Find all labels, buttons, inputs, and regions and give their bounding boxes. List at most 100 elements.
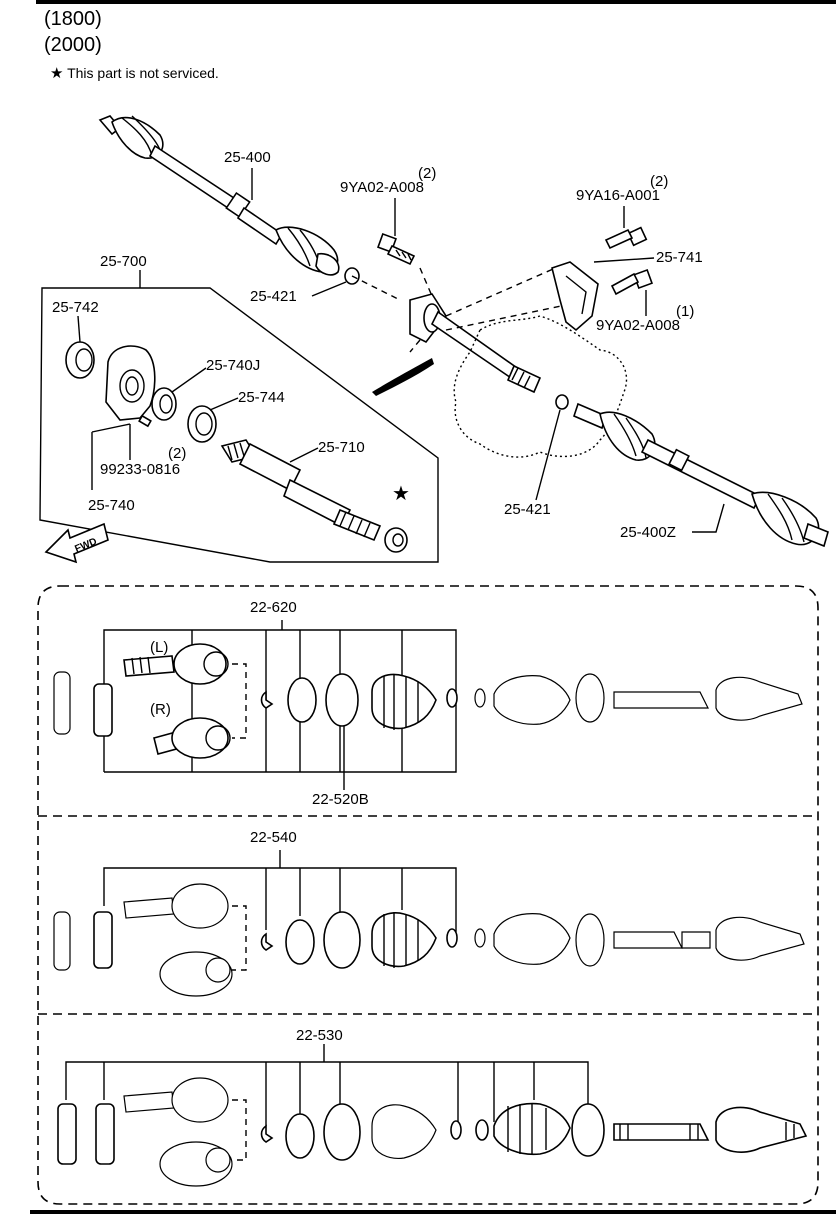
joint-r-620 — [153, 717, 231, 759]
shaft-530 — [613, 1123, 710, 1141]
ring-540-b — [323, 911, 361, 969]
label-r-620: (R) — [150, 701, 171, 718]
grease-tube-3b — [95, 1103, 115, 1165]
joint-r-540-outline — [159, 951, 233, 997]
bolt-9ya02-right — [610, 269, 653, 296]
label-9ya02-right-qty: (1) — [676, 303, 694, 320]
bearing-25-740j — [151, 387, 177, 421]
label-22-530: 22-530 — [296, 1027, 343, 1044]
grease-tube-outline-1 — [53, 671, 71, 735]
drive-shaft-left — [98, 115, 340, 276]
kits-frame — [37, 585, 819, 1205]
pointer-wedge — [372, 358, 434, 396]
star-icon: ★ — [50, 65, 64, 82]
label-25-710: 25-710 — [318, 439, 365, 456]
ring-540-outline — [575, 913, 605, 967]
circlip-620 — [260, 690, 274, 709]
joint-l-530-outline — [123, 1077, 229, 1123]
kit-22-620: (L) (R) 22-620 22-520B — [53, 599, 803, 808]
leader-25-421-b — [535, 409, 561, 501]
kit-22-540: 22-540 — [53, 829, 805, 997]
ring-620-outline — [575, 673, 605, 723]
boot-540 — [371, 912, 437, 968]
ring-540-a — [285, 919, 315, 965]
band-530-a — [450, 1120, 462, 1140]
transaxle-outline — [453, 315, 628, 458]
clip-25-421-lower — [555, 394, 569, 410]
joint-l-620 — [123, 643, 229, 685]
label-25-741: 25-741 — [656, 249, 703, 266]
bolt-9ya02-top — [377, 233, 416, 266]
seal-25-744 — [187, 405, 217, 443]
joint-l-540-outline — [123, 883, 229, 929]
grease-tube-2 — [93, 911, 113, 969]
joint-r-530-outline — [159, 1141, 233, 1187]
band-530-b — [475, 1119, 489, 1141]
label-25-744: 25-744 — [238, 389, 285, 406]
leader-25-744 — [209, 397, 239, 411]
grease-tube-outline-2a — [53, 911, 71, 971]
label-25-740: 25-740 — [88, 497, 135, 514]
not-serviced-note: ★ This part is not serviced. — [50, 64, 219, 82]
grease-tube-3a — [57, 1103, 77, 1165]
bracket-25-741 — [551, 261, 599, 332]
shaft-540-outline — [613, 931, 683, 949]
ring-530-a — [285, 1113, 315, 1159]
label-99233-qty: (2) — [168, 445, 186, 462]
circlip-530 — [260, 1124, 274, 1143]
outer-joint-620-outline — [715, 676, 803, 721]
star-icon-part: ★ — [392, 483, 410, 505]
boot-540-outline — [493, 913, 571, 965]
ring-620-b — [325, 673, 359, 727]
kit-22-530: 22-530 — [57, 1027, 808, 1187]
assembly-dashes-upper — [351, 265, 591, 353]
label-9ya02-top: 9YA02-A008 — [340, 179, 424, 196]
label-99233: 99233-0816 — [100, 461, 180, 478]
ring-620-a — [287, 677, 317, 723]
header-engine-1800: (1800) — [44, 8, 102, 30]
ring-530-b — [323, 1103, 361, 1161]
seal-25-742 — [65, 341, 95, 379]
leader-25-740j — [171, 367, 207, 393]
shaft-25-710 — [220, 439, 382, 542]
seal-star-not-serviced — [384, 527, 408, 553]
label-22-620: 22-620 — [250, 599, 297, 616]
band-540-b — [474, 928, 486, 948]
header-engine-2000: (2000) — [44, 34, 102, 56]
leader-25-710 — [289, 447, 319, 463]
label-9ya16: 9YA16-A001 — [576, 187, 660, 204]
intermediate-shaft — [409, 293, 542, 394]
band-540-a — [446, 928, 458, 948]
leader-25-421-a — [311, 281, 347, 297]
not-serviced-text: This part is not serviced. — [67, 65, 219, 81]
circlip-540 — [260, 932, 274, 951]
inset-box-25-700 — [39, 287, 439, 563]
label-25-742: 25-742 — [52, 299, 99, 316]
leader-25-742 — [77, 315, 81, 343]
label-25-400z: 25-400Z — [620, 524, 676, 541]
label-25-700: 25-700 — [100, 253, 147, 270]
label-25-421-lower: 25-421 — [504, 501, 551, 518]
label-25-740j: 25-740J — [206, 357, 260, 374]
label-9ya02-top-qty: (2) — [418, 165, 436, 182]
leader-25-741 — [593, 257, 655, 263]
bearing-housing-25-740 — [105, 345, 156, 421]
label-l-620: (L) — [150, 639, 168, 656]
outer-joint-540-outline — [715, 916, 805, 961]
label-9ya16-qty: (2) — [650, 173, 668, 190]
boot-530-outline — [371, 1104, 437, 1159]
label-22-540: 22-540 — [250, 829, 297, 846]
outer-joint-530 — [715, 1106, 808, 1153]
shaft-620-outline — [613, 691, 709, 709]
boot-620-outline — [493, 675, 571, 725]
label-22-520b: 22-520B — [312, 791, 369, 808]
drive-shaft-right — [573, 402, 829, 548]
label-25-400: 25-400 — [224, 149, 271, 166]
bolt-99233 — [138, 414, 152, 428]
leader-25-740-bracket — [91, 423, 131, 490]
band-620-b — [474, 688, 486, 708]
label-9ya02-right: 9YA02-A008 — [596, 317, 680, 334]
leader-25-400z — [692, 503, 725, 533]
label-25-421-upper: 25-421 — [250, 288, 297, 305]
